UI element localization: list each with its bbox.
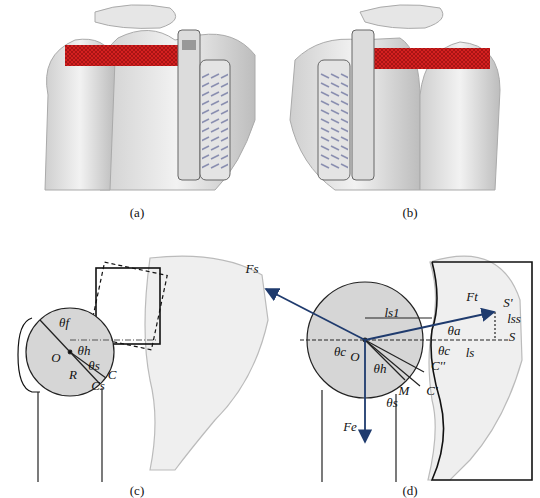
symbol-label: θc xyxy=(334,345,346,358)
symbol-label: C xyxy=(108,368,117,381)
symbol-label: θs xyxy=(88,359,99,372)
symbol-label: θs xyxy=(386,396,397,409)
symbol-label: M xyxy=(399,384,410,397)
symbol-label: Cs xyxy=(91,379,105,392)
symbol-label: lss xyxy=(507,312,521,325)
symbol-label: O xyxy=(350,350,359,363)
symbol-label: Fs xyxy=(246,262,259,275)
symbol-label: O xyxy=(51,351,60,364)
symbol-label: Ft xyxy=(466,290,478,303)
symbol-label: ls1 xyxy=(384,306,399,319)
panel-label: (c) xyxy=(130,484,144,497)
panel-label: (d) xyxy=(402,484,417,497)
panel-label: (b) xyxy=(402,206,417,219)
symbol-label: ls xyxy=(466,346,475,359)
symbol-label: θf xyxy=(59,316,69,329)
symbol-label: C'' xyxy=(431,359,445,372)
symbol-label: θa xyxy=(448,324,461,337)
symbol-label: C' xyxy=(426,384,437,397)
symbol-label: Fe xyxy=(343,420,357,433)
symbol-label: R xyxy=(69,368,77,381)
symbol-label: S' xyxy=(503,296,512,309)
symbol-label: θh xyxy=(78,344,91,357)
symbol-label: S xyxy=(509,330,516,343)
symbol-label: θc xyxy=(438,344,450,357)
symbol-label: θh xyxy=(374,362,387,375)
panel-label: (a) xyxy=(130,206,144,219)
